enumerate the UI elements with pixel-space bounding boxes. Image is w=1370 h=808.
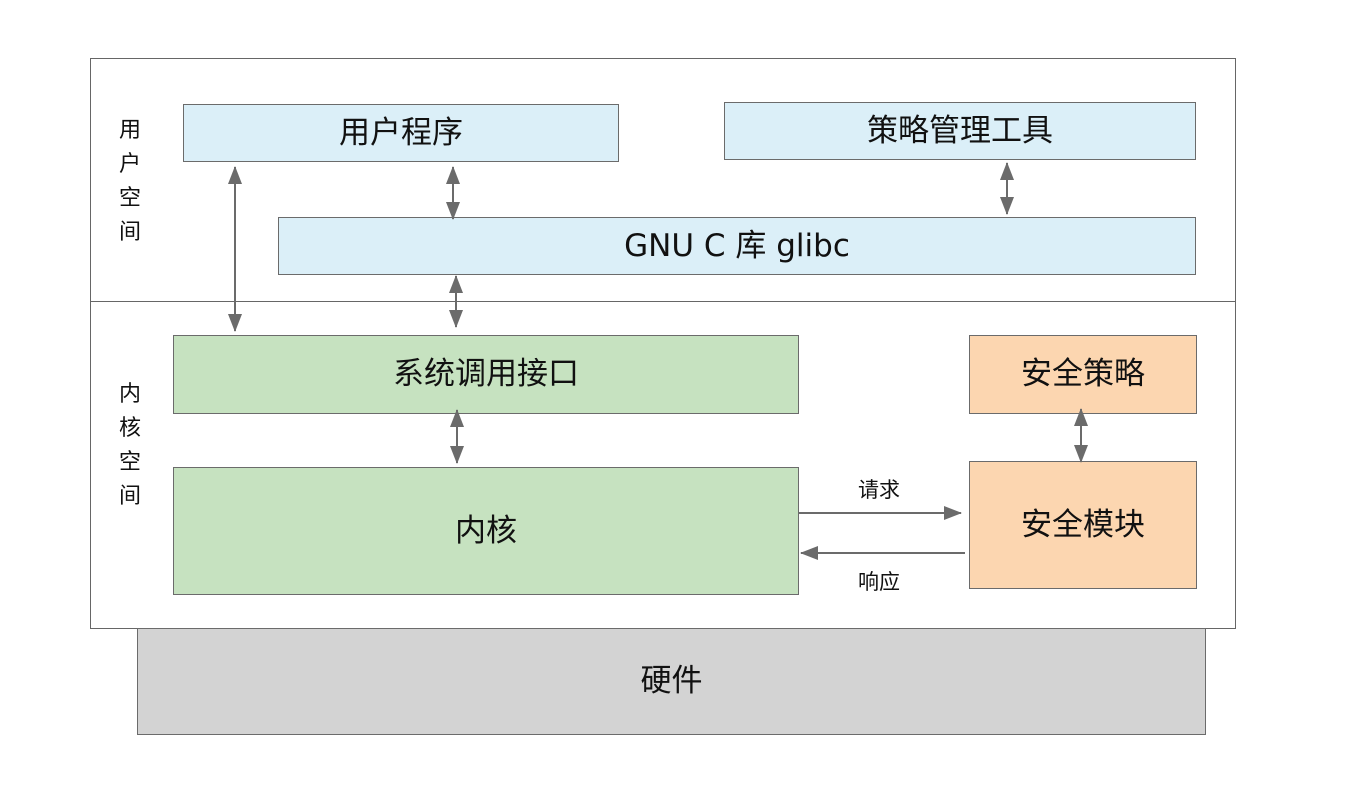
user-program-box: 用户程序	[183, 104, 619, 162]
security-module-label: 安全模块	[1021, 506, 1145, 543]
response-label: 响应	[858, 570, 900, 594]
user-program-label: 用户程序	[339, 114, 463, 151]
user-space-label-char: 空	[118, 186, 141, 211]
hardware-box: 硬件	[137, 628, 1206, 735]
kernel-label: 内核	[455, 512, 517, 549]
user-space-label-char: 户	[118, 152, 141, 177]
syscall-interface-box: 系统调用接口	[173, 335, 799, 414]
security-module-box: 安全模块	[969, 461, 1197, 589]
security-policy-box: 安全策略	[969, 335, 1197, 414]
policy-tool-label: 策略管理工具	[867, 112, 1053, 149]
kernel-box: 内核	[173, 467, 799, 595]
security-policy-label: 安全策略	[1021, 356, 1145, 392]
glibc-label: GNU C 库 glibc	[624, 227, 850, 264]
user-space-label-char: 间	[118, 220, 141, 245]
kernel-space-label: 内 核 空 间	[115, 378, 145, 514]
kernel-space-label-char: 内	[118, 382, 141, 407]
kernel-space-label-char: 间	[118, 484, 141, 509]
syscall-interface-label: 系统调用接口	[393, 356, 579, 392]
kernel-space-label-char: 核	[118, 416, 141, 441]
request-label: 请求	[858, 478, 900, 502]
policy-tool-box: 策略管理工具	[724, 102, 1196, 160]
user-space-label-char: 用	[118, 118, 141, 143]
hardware-label: 硬件	[640, 663, 703, 699]
kernel-space-label-char: 空	[118, 450, 141, 475]
glibc-box: GNU C 库 glibc	[278, 217, 1196, 275]
user-space-label: 用 户 空 间	[115, 114, 145, 250]
